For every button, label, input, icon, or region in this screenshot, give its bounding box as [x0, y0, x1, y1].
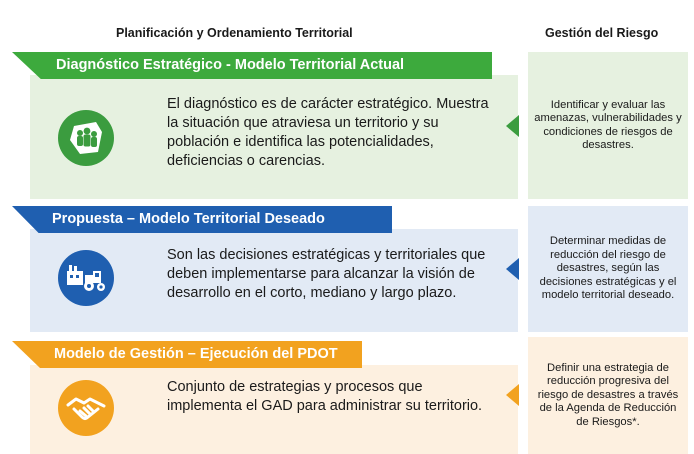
proposal-arrow-icon	[506, 258, 519, 280]
management-risk-box: Definir una estrategia de reducción prog…	[528, 337, 688, 454]
risk-column-title: Gestión del Riesgo	[545, 26, 659, 40]
diagnostic-arrow-icon	[506, 115, 519, 137]
proposal-description: Son las decisiones estratégicas y territ…	[167, 247, 486, 301]
management-description: Conjunto de estrategias y procesos que i…	[167, 379, 483, 414]
proposal-banner: Propuesta – Modelo Territorial Deseado	[12, 206, 392, 233]
proposal-risk-box: Determinar medidas de reducción del ries…	[528, 206, 688, 332]
people-map-icon	[58, 110, 114, 166]
diagnostic-banner: Diagnóstico Estratégico - Modelo Territo…	[12, 52, 492, 79]
management-title: Modelo de Gestión – Ejecución del PDOT	[54, 346, 338, 362]
management-risk-text: Definir una estrategia de reducción prog…	[537, 361, 679, 428]
diagnostic-description: El diagnóstico es de carácter estratégic…	[167, 96, 489, 169]
proposal-risk-text: Determinar medidas de reducción del ries…	[539, 235, 677, 302]
factory-tractor-icon	[58, 250, 114, 306]
handshake-icon	[58, 380, 114, 436]
proposal-title: Propuesta – Modelo Territorial Deseado	[52, 211, 325, 227]
management-banner: Modelo de Gestión – Ejecución del PDOT	[12, 341, 362, 368]
management-arrow-icon	[506, 384, 519, 406]
planning-column-title: Planificación y Ordenamiento Territorial	[116, 26, 353, 40]
diagnostic-risk-box: Identificar y evaluar las amenazas, vuln…	[528, 52, 688, 199]
diagnostic-risk-text: Identificar y evaluar las amenazas, vuln…	[534, 98, 682, 152]
diagnostic-title: Diagnóstico Estratégico - Modelo Territo…	[56, 57, 405, 73]
